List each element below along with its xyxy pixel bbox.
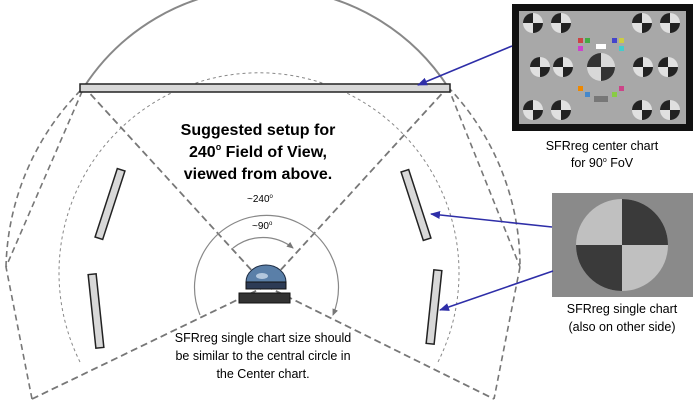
left-lower-chart-bar: [87, 272, 105, 350]
fov-line-right-up: [265, 86, 449, 287]
center-chart-caption-line-2: for 90o FoV: [571, 156, 634, 170]
inner-dashed-arc: [58, 72, 460, 363]
note-line-2: be similar to the central circle in: [175, 349, 350, 363]
arrow-to-right-lower-chart: [439, 270, 554, 311]
note-line-1: SFRreg single chart size should: [175, 331, 352, 345]
note-line-3: the Center chart.: [216, 367, 309, 381]
angle-arc-90: [232, 236, 294, 249]
outer-dashed-arc-left: [5, 86, 85, 268]
outer-dashed-arc-right: [447, 86, 521, 268]
arrow-to-center-chart: [417, 45, 513, 86]
right-lower-chart-bar: [425, 268, 443, 346]
heading-line-2: 240o Field of View,: [189, 142, 327, 161]
camera-icon: [238, 264, 291, 304]
arrow-to-right-upper-chart: [430, 210, 553, 228]
outer-arc: [83, 0, 449, 88]
sfrreg-single-chart-image: [552, 193, 693, 297]
angle-label-240: ~240o: [247, 194, 274, 205]
right-upper-chart-bar: [400, 168, 432, 242]
sfrreg-center-chart-image: [512, 4, 693, 131]
center-chart-caption-line-1: SFRreg center chart: [546, 139, 659, 153]
angle-label-90: ~90o: [252, 221, 273, 232]
center-chart-bar: [79, 83, 451, 93]
fov-line-right-down: [265, 285, 495, 400]
heading-line-3: viewed from above.: [184, 166, 333, 183]
angle-arc-240: [193, 214, 340, 316]
heading-line-1: Suggested setup for: [181, 122, 336, 139]
fov-line-left-up: [83, 86, 267, 287]
single-chart-caption-line-2: (also on other side): [568, 320, 675, 334]
single-chart-caption-line-1: SFRreg single chart: [567, 302, 678, 316]
left-upper-chart-bar: [94, 167, 126, 241]
